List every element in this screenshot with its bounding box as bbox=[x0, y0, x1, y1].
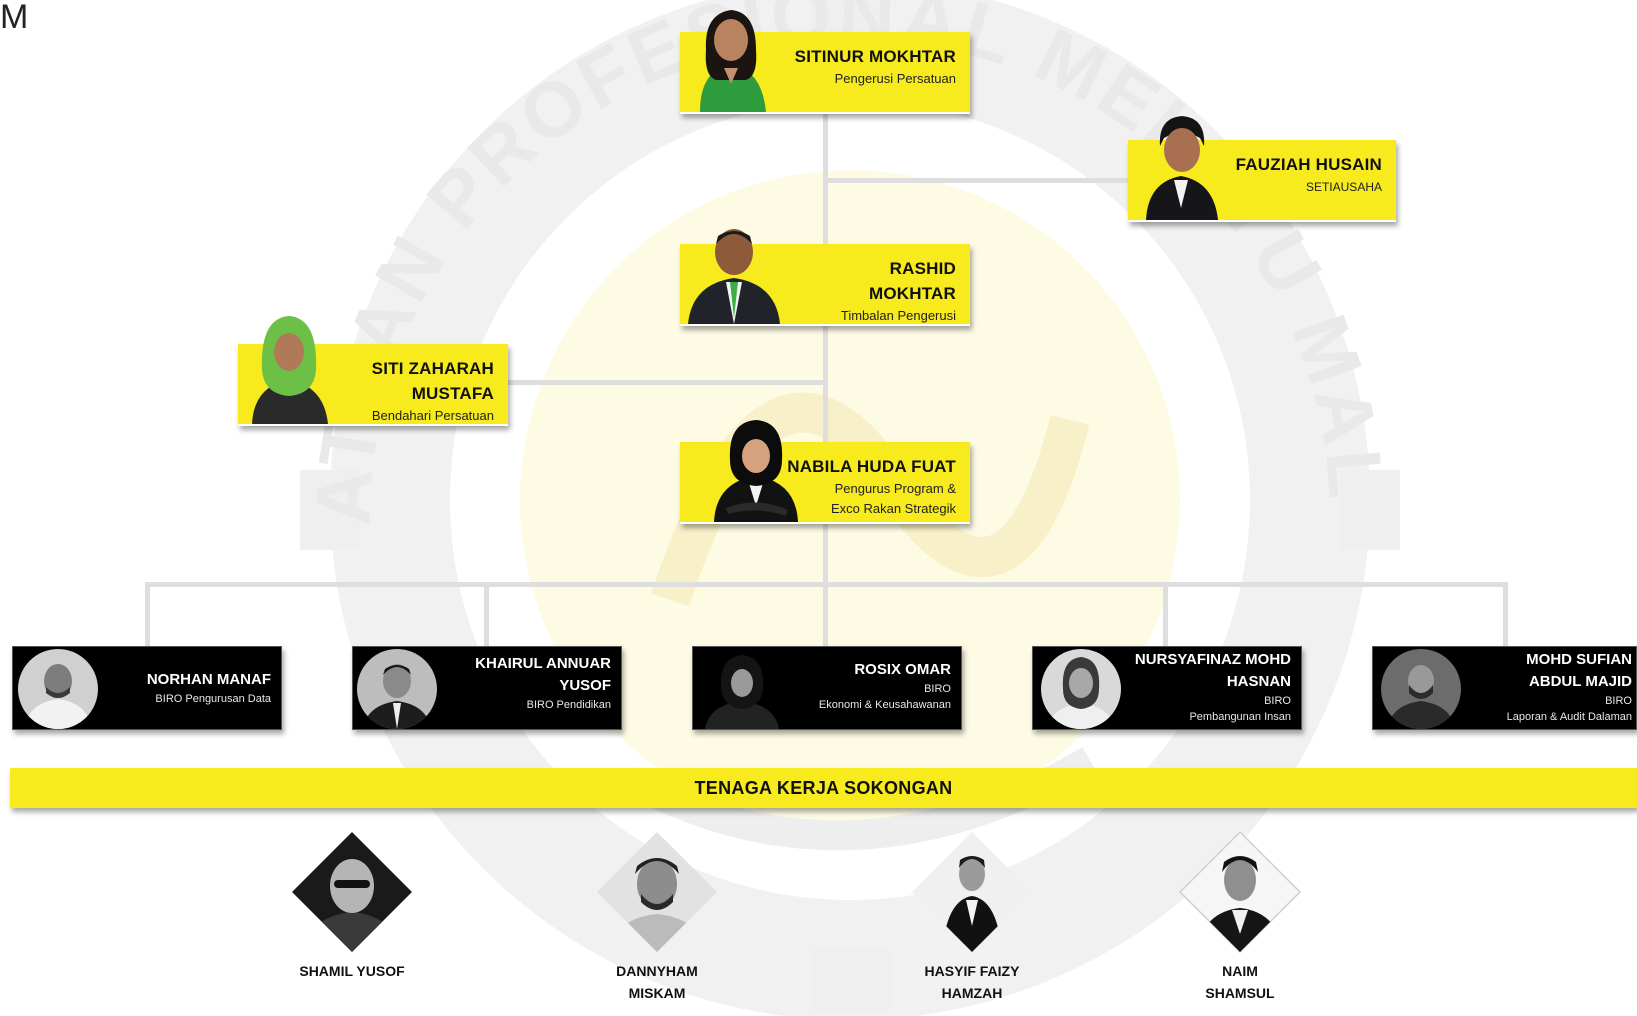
connector-trunk bbox=[823, 112, 828, 586]
card-chair[interactable]: SITINUR MOKHTAR Pengerusi Persatuan bbox=[680, 10, 970, 114]
connector-treasurer bbox=[505, 380, 825, 385]
portrait-photo bbox=[912, 832, 1032, 952]
portrait-photo bbox=[697, 649, 787, 729]
bureau-role: BIRO Pengurusan Data bbox=[155, 693, 271, 705]
portrait-photo bbox=[1381, 649, 1461, 729]
connector-secretary bbox=[823, 178, 1128, 183]
bureau-card-education[interactable]: KHAIRUL ANNUAR YUSOF BIRO Pendidikan bbox=[352, 646, 622, 730]
program-manager-role: Pengurus Program & Exco Rakan Strategik bbox=[830, 481, 956, 516]
card-deputy[interactable]: RASHID MOKHTAR Timbalan Pengerusi bbox=[680, 229, 970, 326]
chair-name: SITINUR MOKHTAR bbox=[794, 47, 956, 66]
bureau-name: NURSYAFINAZ MOHD HASNAN bbox=[1134, 651, 1291, 690]
support-name: HASYIF FAIZY HAMZAH bbox=[924, 963, 1020, 1001]
support-name: NAIM SHAMSUL bbox=[1205, 963, 1275, 1001]
connector-bureau-4 bbox=[1163, 582, 1168, 646]
bureau-name: KHAIRUL ANNUAR YUSOF bbox=[475, 655, 611, 694]
bureau-card-human-development[interactable]: NURSYAFINAZ MOHD HASNAN BIRO Pembangunan… bbox=[1032, 646, 1302, 730]
support-member[interactable]: DANNYHAM MISKAM bbox=[577, 830, 737, 1004]
bureau-name: ROSIX OMAR bbox=[854, 661, 951, 678]
support-staff-banner: TENAGA KERJA SOKONGAN bbox=[10, 768, 1637, 808]
program-manager-name: NABILA HUDA FUAT bbox=[787, 457, 956, 476]
avatar bbox=[1381, 649, 1461, 729]
deputy-name: RASHID MOKHTAR bbox=[868, 259, 956, 303]
bureau-name: NORHAN MANAF bbox=[146, 671, 271, 688]
treasurer-name: SITI ZAHARAH MUSTAFA bbox=[371, 359, 494, 403]
avatar bbox=[357, 649, 437, 729]
secretary-role: SETIAUSAHA bbox=[1305, 180, 1382, 194]
connector-bureau-5 bbox=[1503, 582, 1508, 646]
portrait-photo bbox=[714, 420, 798, 522]
avatar bbox=[1041, 649, 1121, 729]
portrait-photo bbox=[597, 832, 717, 952]
portrait-photo bbox=[292, 832, 412, 952]
portrait-photo bbox=[688, 229, 780, 324]
bureau-role: BIRO Laporan & Audit Dalaman bbox=[1506, 695, 1632, 723]
portrait-photo bbox=[18, 649, 98, 729]
bureau-role: BIRO Pembangunan Insan bbox=[1189, 695, 1291, 723]
support-member[interactable]: SHAMIL YUSOF bbox=[272, 830, 432, 982]
portrait-photo bbox=[1146, 116, 1218, 220]
bureau-name: MOHD SUFIAN ABDUL MAJID bbox=[1526, 651, 1632, 690]
connector-bureau-2 bbox=[484, 582, 489, 646]
connector-bureau-1 bbox=[145, 582, 150, 646]
treasurer-role: Bendahari Persatuan bbox=[371, 408, 494, 423]
secretary-name: FAUZIAH HUSAIN bbox=[1235, 155, 1382, 174]
portrait-photo bbox=[357, 649, 437, 729]
connector-bureau-3 bbox=[823, 582, 828, 646]
deputy-role: Timbalan Pengerusi bbox=[840, 308, 956, 323]
support-name: DANNYHAM MISKAM bbox=[616, 963, 698, 1001]
card-secretary[interactable]: FAUZIAH HUSAIN SETIAUSAHA bbox=[1128, 116, 1396, 222]
bureau-card-economy[interactable]: ROSIX OMAR BIRO Ekonomi & Keusahawanan bbox=[692, 646, 962, 730]
portrait-photo bbox=[252, 316, 328, 424]
portrait-photo bbox=[1178, 830, 1302, 954]
bureau-card-data[interactable]: NORHAN MANAF BIRO Pengurusan Data bbox=[12, 646, 282, 730]
portrait-photo bbox=[1041, 649, 1121, 729]
bureau-role: BIRO Ekonomi & Keusahawanan bbox=[818, 683, 951, 711]
card-treasurer[interactable]: SITI ZAHARAH MUSTAFA Bendahari Persatuan bbox=[238, 316, 508, 426]
portrait-photo bbox=[700, 10, 766, 112]
avatar bbox=[18, 649, 98, 729]
card-program-manager[interactable]: NABILA HUDA FUAT Pengurus Program & Exco… bbox=[680, 420, 970, 524]
avatar bbox=[697, 649, 787, 729]
bureau-role: BIRO Pendidikan bbox=[526, 699, 611, 711]
support-member[interactable]: NAIM SHAMSUL bbox=[1160, 830, 1320, 1004]
bureau-card-audit[interactable]: MOHD SUFIAN ABDUL MAJID BIRO Laporan & A… bbox=[1372, 646, 1637, 730]
support-member[interactable]: HASYIF FAIZY HAMZAH bbox=[892, 830, 1052, 1004]
chair-role: Pengerusi Persatuan bbox=[834, 71, 956, 86]
corner-logo: M bbox=[0, 0, 29, 36]
support-name: SHAMIL YUSOF bbox=[299, 963, 405, 979]
